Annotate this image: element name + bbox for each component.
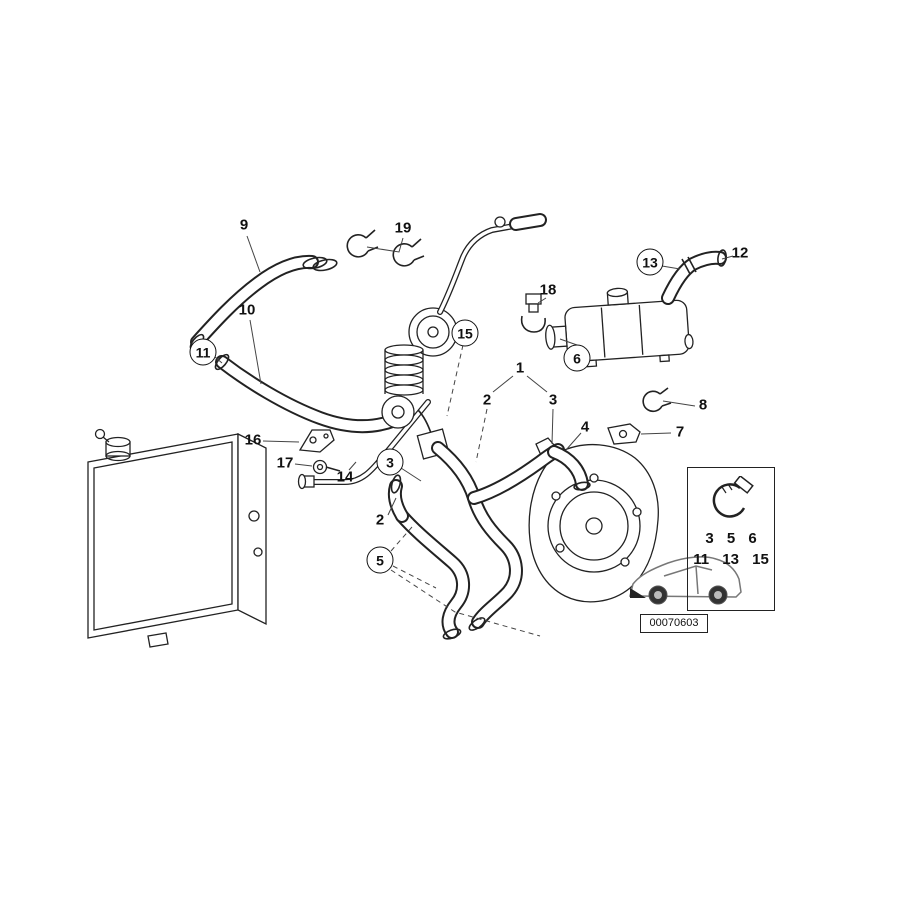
radiator-cap bbox=[94, 428, 106, 440]
bracket-16 bbox=[298, 429, 335, 453]
leader-lines bbox=[214, 235, 734, 637]
vent-pipe bbox=[437, 213, 547, 315]
callout-16: 16 bbox=[244, 431, 262, 449]
clamp-legend-box: 3 5 6 11 13 15 bbox=[687, 467, 775, 611]
expansion-tank bbox=[545, 287, 694, 368]
callout-15-circled: 15 bbox=[451, 319, 479, 347]
spring-clamp-19b bbox=[392, 238, 425, 267]
callout-5-circled: 5 bbox=[366, 546, 394, 574]
vent-valve-18 bbox=[520, 293, 546, 333]
bracket-7 bbox=[607, 423, 641, 445]
callout-13-circled: 13 bbox=[636, 248, 664, 276]
callout-17: 17 bbox=[276, 454, 294, 472]
callout-12: 12 bbox=[731, 244, 749, 262]
callout-3: 3 bbox=[548, 391, 558, 409]
callout-9: 9 bbox=[239, 216, 249, 234]
radiator bbox=[87, 428, 267, 648]
hose-4 bbox=[547, 445, 591, 491]
callout-1: 1 bbox=[515, 359, 525, 377]
tank-hose-12 bbox=[661, 249, 727, 305]
callout-3-circled: 3 bbox=[376, 448, 404, 476]
clip-17 bbox=[312, 459, 341, 475]
thermostat-housing bbox=[381, 307, 458, 429]
spring-clamp-19a bbox=[346, 229, 379, 258]
diagram-id-label: 00070603 bbox=[640, 614, 708, 633]
callout-6-circled: 6 bbox=[563, 344, 591, 372]
callout-4: 4 bbox=[580, 418, 590, 436]
car-silhouette bbox=[629, 556, 742, 605]
callout-2: 2 bbox=[482, 391, 492, 409]
callout-11-circled: 11 bbox=[189, 338, 217, 366]
hose-clamp-icon bbox=[688, 474, 774, 528]
callout-19: 19 bbox=[394, 219, 412, 237]
callout-18: 18 bbox=[539, 281, 557, 299]
hose-5 bbox=[387, 474, 470, 640]
hose-clamp-8 bbox=[642, 387, 672, 413]
radiator-hose-10 bbox=[214, 353, 402, 434]
callout-2: 2 bbox=[375, 511, 385, 529]
callout-14: 14 bbox=[336, 468, 354, 486]
legend-row-1: 3 5 6 bbox=[705, 530, 757, 547]
legend-row-2: 11 13 15 bbox=[693, 551, 769, 568]
callout-7: 7 bbox=[675, 423, 685, 441]
callout-10: 10 bbox=[238, 301, 256, 319]
callout-8: 8 bbox=[698, 396, 708, 414]
